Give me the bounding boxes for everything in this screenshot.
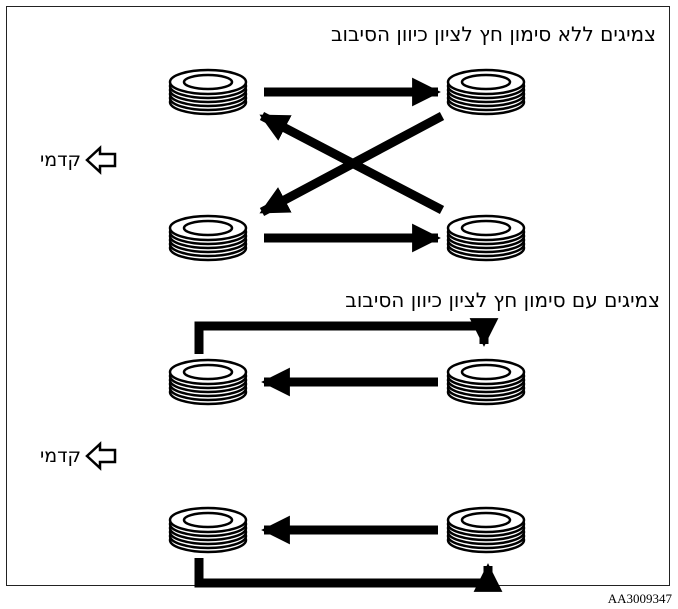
- outline-arrow-left-icon: [85, 146, 117, 174]
- tire-dir-right-lower: [446, 506, 526, 554]
- figure-code: AA3009347: [607, 591, 672, 606]
- tire-rear-right: [446, 214, 526, 262]
- heading-non-directional: צמיגים ללא סימון חץ לציון כיוון הסיבוב: [330, 22, 656, 46]
- outline-arrow-left-icon: [85, 442, 117, 470]
- front-indicator-lower: קדמי: [40, 441, 119, 471]
- tire-front-left: [168, 68, 248, 116]
- front-label-upper: קדמי: [40, 149, 82, 171]
- front-label-lower: קדמי: [40, 445, 82, 467]
- heading-directional: צמיגים עם סימון חץ לציון כיוון הסיבוב: [345, 288, 660, 312]
- diagram-frame: [6, 6, 670, 586]
- tire-front-right: [446, 68, 526, 116]
- tire-rear-left: [168, 214, 248, 262]
- arrow-bracket-bottom: [194, 558, 503, 592]
- arrow-bracket-top: [194, 318, 499, 354]
- tire-dir-right-upper: [446, 358, 526, 406]
- arrow-fr-to-rl: [259, 112, 445, 216]
- tire-dir-left-lower: [168, 506, 248, 554]
- front-indicator-upper: קדמי: [40, 145, 119, 175]
- tire-dir-left-upper: [168, 358, 248, 406]
